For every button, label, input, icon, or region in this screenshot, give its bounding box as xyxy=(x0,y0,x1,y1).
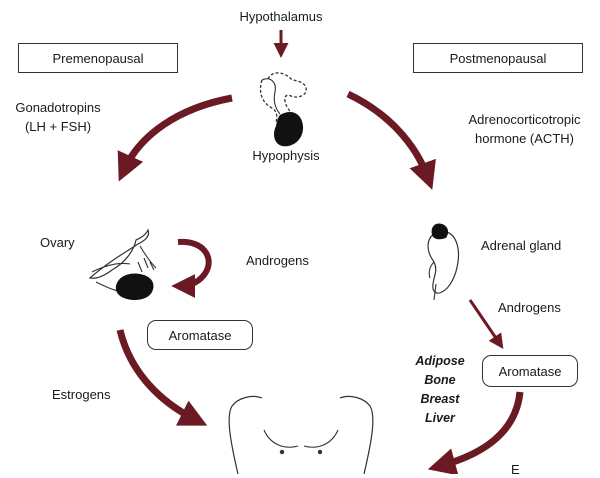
torso-illustration xyxy=(228,395,374,474)
peripheral-tissues-list: Adipose Bone Breast Liver xyxy=(405,352,475,428)
tissue-bone: Bone xyxy=(424,373,456,387)
estrogens-arrow xyxy=(116,329,208,426)
postmenopausal-header: Postmenopausal xyxy=(413,43,583,73)
gonadotropins-arrow xyxy=(117,94,233,182)
hypothalamus-label: Hypothalamus xyxy=(239,9,323,24)
adrenal-gland-label: Adrenal gland xyxy=(481,238,562,253)
estrogens-label: Estrogens xyxy=(52,387,111,402)
lh-fsh-label: (LH + FSH) xyxy=(24,119,92,134)
acth-label-line1: Adrenocorticotropic xyxy=(468,112,581,127)
tissue-adipose: Adipose xyxy=(415,354,465,368)
left-aromatase-pill: Aromatase xyxy=(147,320,253,350)
acth-arrow xyxy=(346,90,436,190)
right-androgens-label: Androgens xyxy=(498,300,561,315)
left-androgens-label: Androgens xyxy=(246,253,309,268)
right-aromatase-pill: Aromatase xyxy=(482,355,578,387)
premenopausal-header: Premenopausal xyxy=(18,43,178,73)
cut-off-label: E xyxy=(511,462,520,477)
adrenal-androgens-arrow xyxy=(468,299,504,349)
hypophysis-label: Hypophysis xyxy=(252,148,320,163)
tissue-liver: Liver xyxy=(425,411,455,425)
androgens-loop-arrow xyxy=(171,238,212,298)
tissue-breast: Breast xyxy=(420,392,460,406)
ovary-label: Ovary xyxy=(40,235,75,250)
gonadotropins-label: Gonadotropins xyxy=(15,100,101,115)
peripheral-estrogens-arrow xyxy=(427,391,524,474)
ovary-illustration xyxy=(88,228,157,300)
acth-label-line2: hormone (ACTH) xyxy=(475,131,574,146)
adrenal-gland-illustration xyxy=(427,223,460,301)
hypophysis-illustration xyxy=(259,72,307,147)
